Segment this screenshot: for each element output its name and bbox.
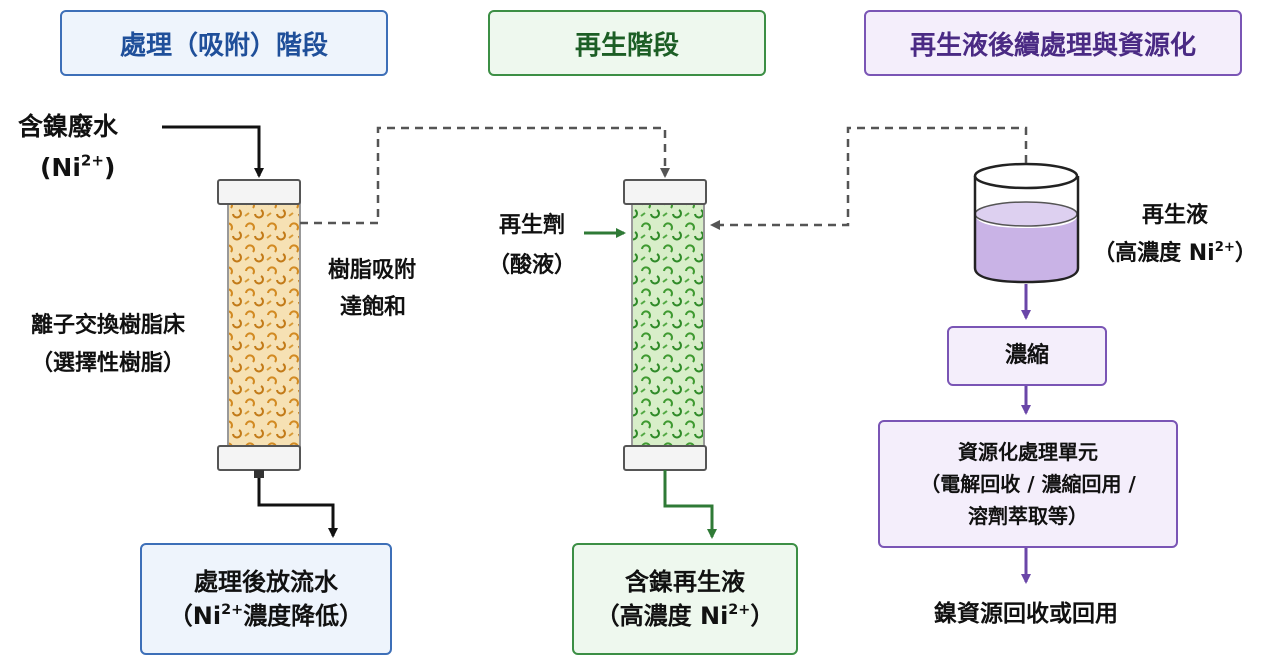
treated-effluent-box: 處理後放流水 （Ni2+濃度降低） xyxy=(140,543,392,655)
resource-unit-box: 資源化處理單元 （電解回收 / 濃縮回用 / 溶劑萃取等） xyxy=(878,420,1178,548)
resource-unit-detail-2: 溶劑萃取等） xyxy=(968,504,1088,528)
resin-bed-label-1: 離子交換樹脂床 xyxy=(30,313,185,338)
resin-column-treatment xyxy=(217,179,301,478)
resource-unit-detail-1: （電解回收 / 濃縮回用 / xyxy=(920,472,1136,496)
stage-post-treatment-header: 再生液後續處理與資源化 xyxy=(864,10,1242,76)
regen-outflow-arrow xyxy=(663,470,717,539)
final-recovery-label: 鎳資源回收或回用 xyxy=(934,601,1118,627)
recycle-dashed-arrow xyxy=(710,126,1028,230)
beaker-icon xyxy=(973,162,1080,284)
resin-column-regeneration xyxy=(623,179,707,471)
wastewater-ion-label: (Ni2+) xyxy=(40,151,116,182)
saturation-label-2: 達飽和 xyxy=(340,295,407,320)
resource-unit-title: 資源化處理單元 xyxy=(958,440,1098,464)
regen-liquid-label-1: 再生液 xyxy=(1141,203,1208,228)
stage-treatment-header: 處理（吸附）階段 xyxy=(60,10,388,76)
regenerant-label-2: （酸液） xyxy=(487,253,576,278)
nickel-regen-liquid-title: 含鎳再生液 xyxy=(625,568,745,596)
treated-effluent-title: 處理後放流水 xyxy=(194,568,338,596)
treated-effluent-detail: （Ni2+濃度降低） xyxy=(168,601,364,630)
regen-liquid-label-2: （高濃度 Ni2+） xyxy=(1093,239,1257,266)
nickel-regen-liquid-detail: （高濃度 Ni2+） xyxy=(595,601,775,630)
wastewater-label: 含鎳廢水 xyxy=(18,112,119,141)
saturation-label-1: 樹脂吸附 xyxy=(328,258,417,283)
concentration-box: 濃縮 xyxy=(947,326,1107,386)
nickel-regen-liquid-box: 含鎳再生液 （高濃度 Ni2+） xyxy=(572,543,798,655)
concentration-label: 濃縮 xyxy=(1004,343,1049,368)
saturated-transfer-arrow xyxy=(300,126,670,225)
resin-bed-label-2: （選擇性樹脂） xyxy=(30,351,185,376)
wastewater-inflow-arrow xyxy=(162,125,264,178)
regenerant-label-1: 再生劑 xyxy=(498,213,565,238)
stage-regeneration-header: 再生階段 xyxy=(488,10,766,76)
treated-outflow-arrow xyxy=(257,478,338,538)
